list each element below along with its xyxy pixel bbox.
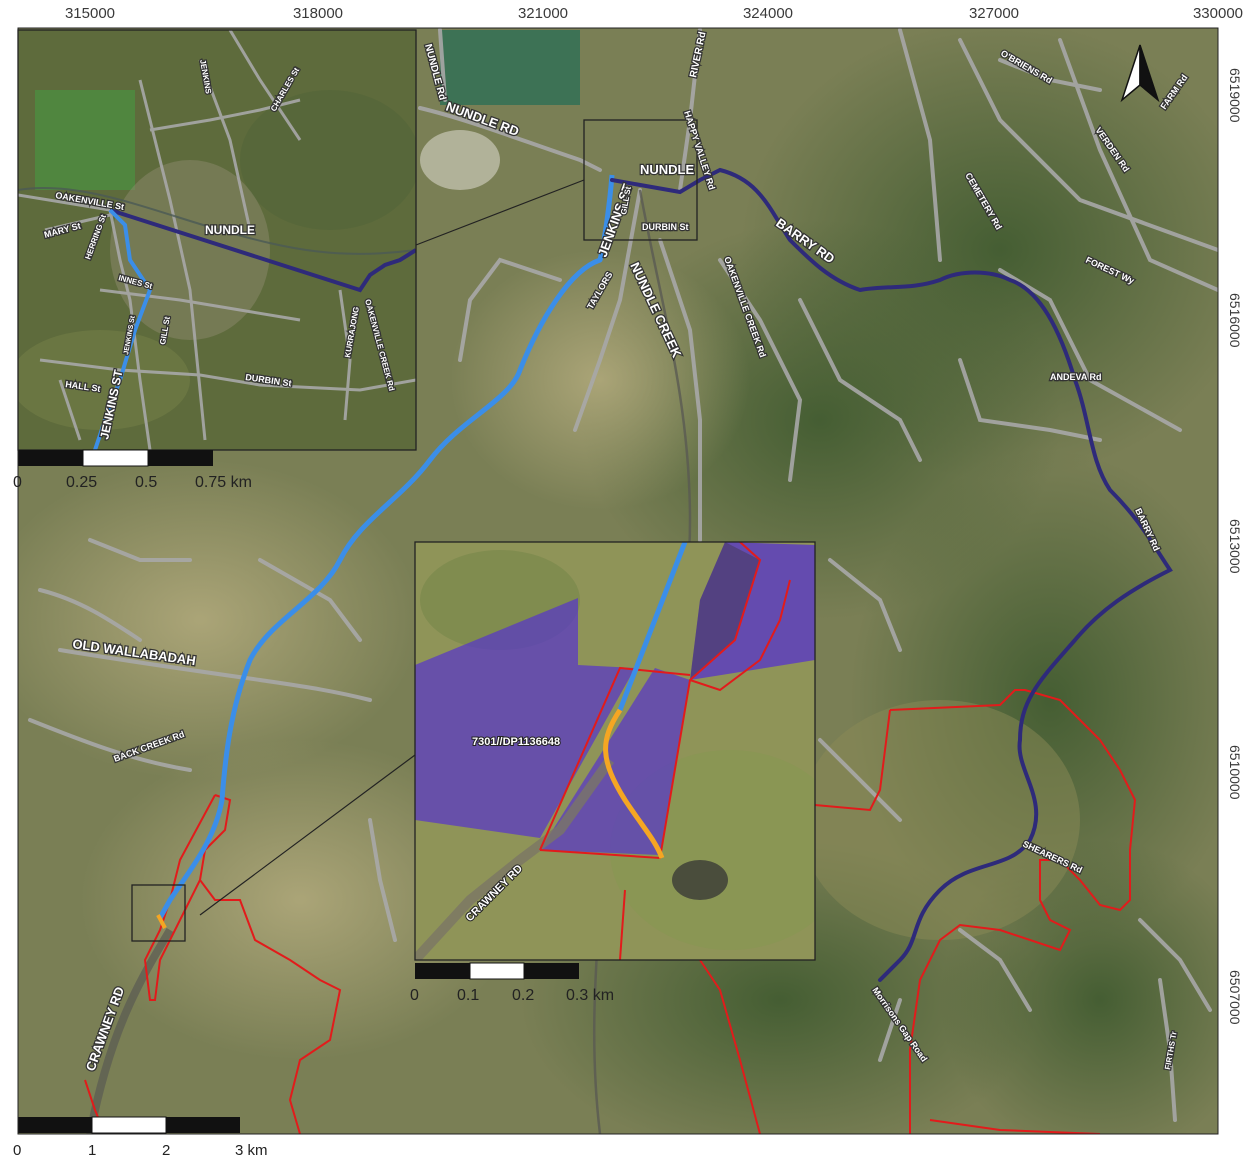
- road-network: [28, 28, 1218, 1122]
- town-label: NUNDLE: [205, 223, 255, 237]
- main-scale-label: 1: [88, 1142, 97, 1159]
- north-arrow-icon: [1120, 44, 1160, 103]
- x-tick-label: 321000: [517, 5, 569, 22]
- site-leader-line: [199, 754, 416, 916]
- route-orange-small: [156, 914, 167, 929]
- site-scale-label: 0: [410, 987, 419, 1004]
- town-scale-bar: [18, 449, 213, 467]
- town-scale-label: 0.75 km: [195, 474, 252, 491]
- route-light-blue: [157, 257, 603, 921]
- map-label: NUNDLE: [640, 162, 694, 177]
- x-tick-label: 330000: [1192, 5, 1244, 22]
- property-boundary: [84, 689, 1137, 1134]
- site-scale-label: 0.1: [457, 987, 480, 1004]
- map-label: DURBIN St: [642, 222, 689, 232]
- lot-label: 7301//DP1136648: [472, 736, 560, 748]
- x-tick-label: 327000: [968, 5, 1020, 22]
- town-inset: [18, 30, 416, 450]
- x-tick-label: 324000: [742, 5, 794, 22]
- site-route-orange: [603, 708, 665, 859]
- site-scale-label: 0.3 km: [566, 987, 615, 1004]
- route-dark-blue: [610, 167, 1173, 982]
- main-scale-label: 2: [162, 1142, 171, 1159]
- main-scale-bar: [18, 1116, 240, 1134]
- site-extent-box: [131, 884, 186, 942]
- crawney-road-line: [86, 927, 174, 1134]
- route-light-blue-north: [597, 174, 615, 261]
- site-inset-frame: [414, 541, 816, 961]
- site-scale-label: 0.2: [512, 987, 535, 1004]
- main-map-frame: [17, 27, 1219, 1135]
- town-scale-label: 0.5: [135, 474, 158, 491]
- site-scale-bar: [415, 962, 579, 980]
- town-route-light-blue: [93, 208, 153, 450]
- map-label: ANDEVA Rd: [1050, 372, 1102, 382]
- town-road-network: [18, 30, 416, 450]
- main-scale-label: 3 km: [235, 1142, 268, 1159]
- town-leader-line: [415, 179, 585, 246]
- town-route-dark-blue: [109, 208, 416, 293]
- town-scale-label: 0: [13, 474, 22, 491]
- main-scale-label: 0: [13, 1142, 22, 1159]
- x-tick-label: 315000: [64, 5, 116, 22]
- x-tick-label: 318000: [292, 5, 344, 22]
- site-route-light-blue: [617, 542, 688, 711]
- site-inset: [415, 542, 815, 960]
- town-scale-label: 0.25: [66, 474, 98, 491]
